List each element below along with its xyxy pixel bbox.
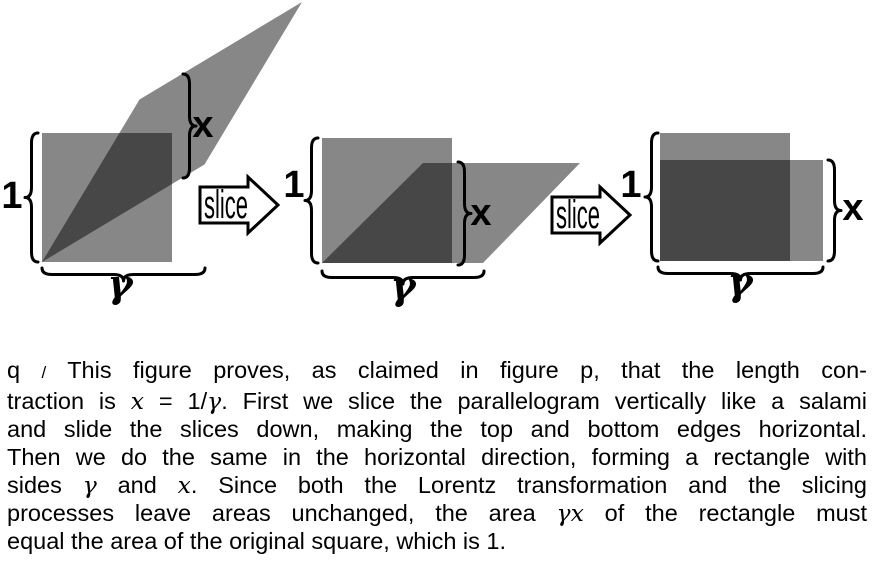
width-brace-icon [40, 266, 207, 283]
slice-arrow-label: slice [204, 182, 248, 227]
arrow-right-icon [198, 173, 281, 237]
slice-arrow-label: slice [556, 192, 600, 237]
contracted-side-brace-icon [456, 160, 473, 267]
unit-square-shape [660, 133, 790, 261]
height-brace-icon [303, 136, 320, 265]
height-brace-icon [23, 131, 40, 264]
gamma-x-rectangle-shape [660, 160, 823, 261]
width-brace-icon [656, 265, 825, 282]
unit-square-shape [322, 138, 452, 263]
side-label: x [842, 187, 863, 229]
caption-line: Then we do the same in the horizontal di… [7, 444, 867, 470]
panel-after-vertical-slicing: 1 x γ [283, 136, 580, 308]
side-label: x [192, 104, 213, 146]
unit-square-shape [42, 133, 172, 262]
caption-line: q / This figure proves, as claimed in fi… [7, 357, 867, 383]
panel-after-horizontal-slicing: 1 x γ [620, 131, 864, 304]
slice-arrow-2: slice [550, 183, 633, 247]
width-label: γ [107, 261, 134, 306]
caption-line: and slide the slices down, making the to… [7, 416, 867, 442]
boosted-parallelogram-shape [42, 2, 302, 262]
caption-line: processes leave areas unchanged, the are… [7, 499, 868, 527]
panel-lorentz-boosted-square: 1 x γ [1, 2, 302, 306]
caption-line: sides γ and x. Since both the Lorentz tr… [7, 471, 868, 499]
width-brace-icon [320, 269, 486, 286]
caption-line: equal the area of the original square, w… [7, 528, 507, 554]
width-label: γ [727, 259, 754, 304]
slice-arrow-1: slice [198, 173, 281, 237]
width-label: γ [390, 263, 417, 308]
arrow-right-icon [550, 183, 633, 247]
figure-caption: q / This figure proves, as claimed in fi… [7, 356, 867, 555]
height-brace-icon [643, 131, 660, 263]
side-label: x [470, 192, 491, 234]
contracted-side-brace-icon [181, 72, 198, 180]
height-label: 1 [283, 164, 304, 206]
diagram-canvas: 1 x γ slice 1 x γ slice [1, 2, 864, 308]
height-label: 1 [620, 164, 641, 206]
sheared-parallelogram-shape [322, 163, 580, 263]
contracted-side-brace-icon [826, 158, 843, 263]
caption-line: traction is x = 1/γ. First we slice the … [7, 387, 868, 415]
height-label: 1 [1, 175, 22, 217]
